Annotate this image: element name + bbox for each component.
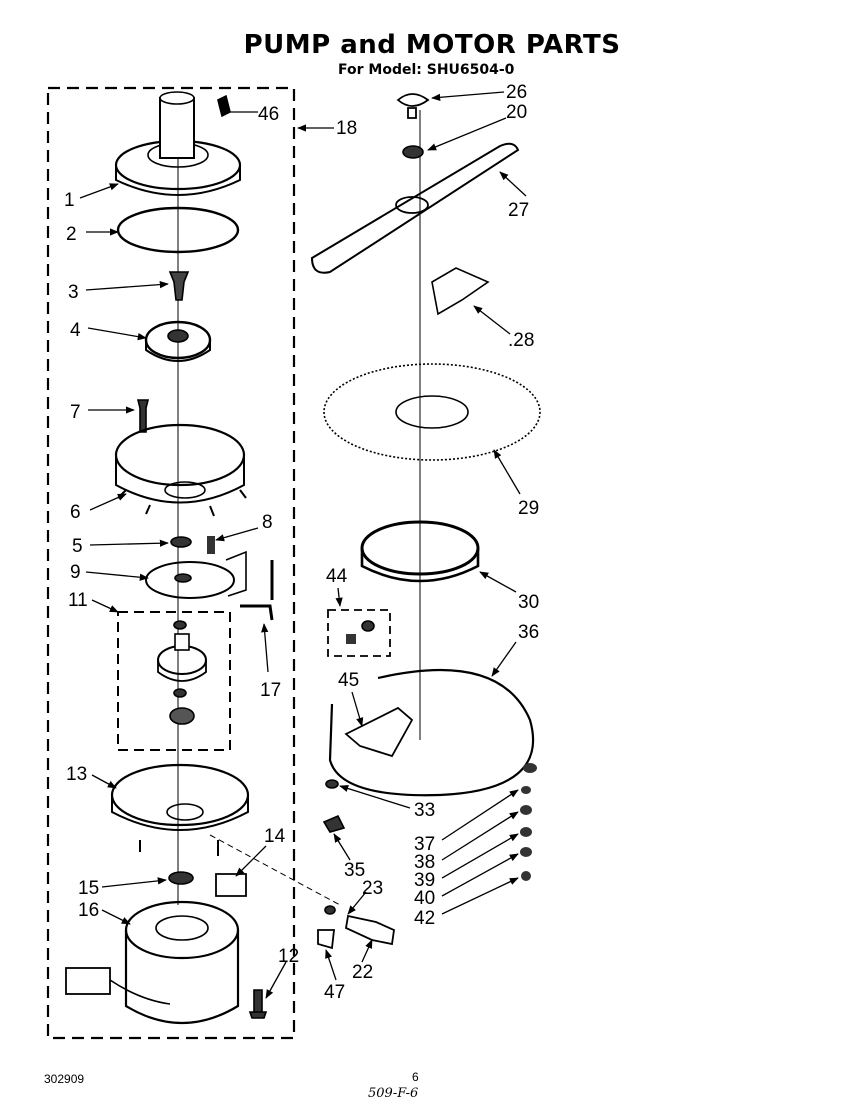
callout-45: 45 bbox=[338, 670, 359, 691]
callout-20: 20 bbox=[506, 102, 527, 123]
callout-3: 3 bbox=[68, 282, 79, 303]
seal-part-5 bbox=[170, 536, 192, 548]
callout-14: 14 bbox=[264, 826, 286, 847]
motor-part-16 bbox=[65, 900, 240, 1025]
callout-28: .28 bbox=[508, 330, 534, 351]
callout-37: 37 bbox=[414, 834, 435, 855]
screw-part-3 bbox=[168, 271, 190, 301]
model-subtitle: For Model: SHU6504-0 bbox=[338, 62, 515, 78]
impeller-internals-part-11 bbox=[157, 620, 207, 725]
callout-12: 12 bbox=[278, 946, 299, 967]
callout-5: 5 bbox=[72, 536, 83, 557]
clip-part-35 bbox=[322, 814, 346, 833]
callout-29: 29 bbox=[518, 498, 539, 519]
callout-9: 9 bbox=[70, 562, 81, 583]
callout-38: 38 bbox=[414, 852, 435, 873]
impeller-part-4 bbox=[144, 320, 212, 362]
heater-ring-part-36 bbox=[328, 668, 535, 797]
callout-7: 7 bbox=[70, 402, 81, 423]
callout-8: 8 bbox=[262, 512, 273, 533]
callout-arrows bbox=[79, 91, 527, 999]
callout-42: 42 bbox=[414, 908, 435, 929]
impeller-subassembly-box bbox=[117, 611, 231, 751]
motor-mount-part-13 bbox=[110, 763, 250, 856]
bracket-part-45 bbox=[344, 706, 414, 758]
screw-part-8 bbox=[207, 536, 215, 554]
sensor-part-22 bbox=[344, 914, 395, 946]
washer-part-15 bbox=[168, 871, 194, 885]
nut-part-44b bbox=[346, 634, 356, 644]
cap-part-26 bbox=[396, 93, 430, 119]
part-44-box bbox=[327, 609, 391, 657]
screw-part-7 bbox=[136, 399, 150, 433]
callout-17: 17 bbox=[260, 680, 281, 701]
hardware-stack-37-42 bbox=[520, 763, 537, 881]
heater-lead-line bbox=[209, 834, 341, 906]
ring-part-30 bbox=[360, 520, 480, 583]
rod-part-17 bbox=[240, 560, 274, 621]
callout-44: 44 bbox=[326, 566, 348, 587]
handwritten-note: 509-F-6 bbox=[368, 1086, 419, 1101]
pump-housing-part-6 bbox=[114, 423, 247, 517]
callout-4: 4 bbox=[70, 320, 81, 341]
callout-27: 27 bbox=[508, 200, 529, 221]
callout-35: 35 bbox=[344, 860, 365, 881]
spray-arm-hub bbox=[395, 196, 429, 214]
deflector-part-28 bbox=[431, 267, 490, 316]
callout-6: 6 bbox=[70, 502, 81, 523]
callout-11: 11 bbox=[68, 590, 88, 611]
page-title: PUMP and MOTOR PARTS bbox=[243, 30, 621, 60]
diagram-code: 302909 bbox=[44, 1072, 85, 1086]
washer-part-23 bbox=[324, 905, 336, 915]
pump-cover-part bbox=[114, 91, 242, 196]
callout-30: 30 bbox=[518, 592, 539, 613]
callout-2: 2 bbox=[66, 224, 77, 245]
callout-26: 26 bbox=[506, 82, 527, 103]
pump-assembly-box bbox=[46, 86, 296, 1040]
clip-part-14 bbox=[215, 873, 247, 897]
callout-39: 39 bbox=[414, 870, 435, 891]
nut-part-44 bbox=[361, 620, 375, 632]
spray-arm-part-27 bbox=[310, 142, 520, 274]
callout-23: 23 bbox=[362, 878, 383, 899]
filter-screen-part-29 bbox=[323, 363, 541, 461]
callout-15: 15 bbox=[78, 878, 99, 899]
callout-13: 13 bbox=[66, 764, 87, 785]
clip-part-46 bbox=[217, 94, 231, 118]
callout-47: 47 bbox=[324, 982, 345, 1003]
bolt-part-12 bbox=[248, 989, 268, 1019]
callout-33: 33 bbox=[414, 800, 435, 821]
callout-22: 22 bbox=[352, 962, 373, 983]
callout-36: 36 bbox=[518, 622, 539, 643]
plate-part-9 bbox=[145, 550, 247, 599]
callout-16: 16 bbox=[78, 900, 99, 921]
washer-part-20 bbox=[402, 145, 424, 159]
callout-46: 46 bbox=[258, 104, 279, 125]
page-number: 6 bbox=[412, 1070, 419, 1084]
callout-40: 40 bbox=[414, 888, 435, 909]
clip-part-47 bbox=[317, 929, 336, 950]
callout-1: 1 bbox=[64, 190, 75, 211]
washer-part-33 bbox=[325, 779, 339, 789]
callout-18: 18 bbox=[336, 118, 357, 139]
